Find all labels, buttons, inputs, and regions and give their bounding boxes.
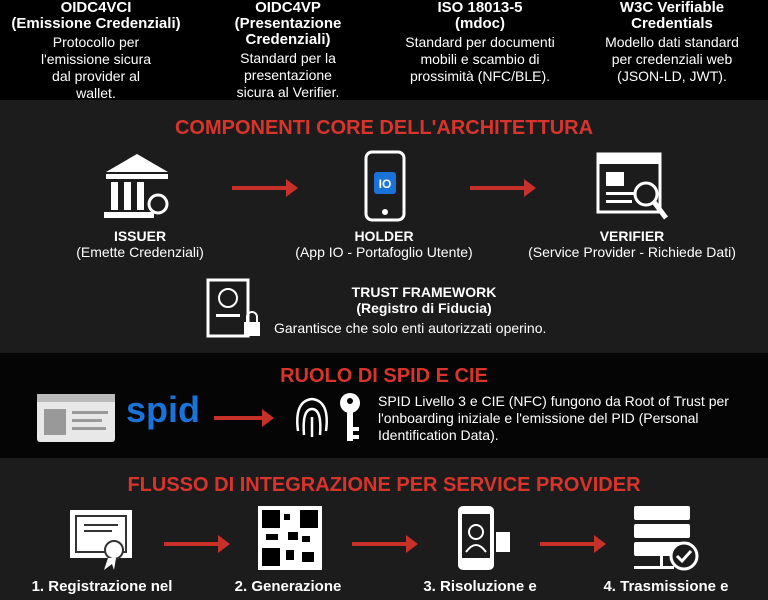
standard-desc: Standard per documenti mobili e scambio …	[405, 34, 555, 84]
trust-desc: Garantisce che solo enti autorizzati ope…	[274, 320, 547, 336]
component-title: ISSUER	[113, 228, 167, 244]
standard-title: ISO 18013-5	[437, 0, 523, 16]
standard-title: OIDC4VCI	[60, 0, 132, 16]
arrow-icon	[540, 535, 606, 553]
trust-subtitle: (Registro di Fiducia)	[356, 300, 492, 316]
qr-code-icon	[258, 506, 322, 570]
standard-iso: ISO 18013-5 (mdoc) Standard per document…	[384, 0, 576, 85]
section-heading: COMPONENTI CORE DELL'ARCHITETTURA	[174, 117, 594, 139]
flow-step: 1. Registrazione nel	[31, 578, 173, 595]
standard-desc: Protocollo per l'emissione sicura dal pr…	[40, 34, 152, 101]
core-section: COMPONENTI CORE DELL'ARCHITETTURA IO ISS…	[0, 100, 768, 353]
spid-logo: spid	[126, 389, 201, 430]
browser-search-icon	[596, 152, 668, 220]
standard-subtitle: (Presentazione Credenziali)	[234, 15, 342, 48]
arrow-icon	[470, 179, 536, 197]
certificate-icon	[70, 510, 132, 570]
trust-document-lock-icon	[206, 278, 260, 338]
component-desc: (App IO - Portafoglio Utente)	[295, 244, 473, 260]
key-icon	[340, 393, 360, 441]
component-holder: HOLDER (App IO - Portafoglio Utente)	[264, 228, 504, 260]
standard-w3c: W3C Verifiable Credentials Modello dati …	[576, 0, 768, 85]
arrow-icon	[164, 535, 230, 553]
standard-desc: Modello dati standard per credenziali we…	[605, 34, 739, 84]
component-verifier: VERIFIER (Service Provider - Richiede Da…	[512, 228, 752, 260]
standard-subtitle: (Emissione Credenziali)	[11, 15, 181, 32]
fingerprint-icon	[296, 397, 328, 437]
flow-step: 2. Generazione	[234, 578, 342, 595]
standard-subtitle: (mdoc)	[455, 15, 505, 32]
server-check-icon	[634, 506, 699, 571]
component-title: HOLDER	[354, 228, 414, 244]
flow-step: 3. Risoluzione e	[423, 578, 537, 595]
component-desc: (Emette Credenziali)	[76, 244, 204, 260]
component-title: VERIFIER	[599, 228, 665, 244]
standard-subtitle: Credentials	[631, 15, 713, 32]
standard-title: OIDC4VP	[255, 0, 321, 16]
flow-step: 4. Trasmissione e	[603, 578, 729, 595]
section-heading: FLUSSO DI INTEGRAZIONE PER SERVICE PROVI…	[127, 474, 641, 496]
arrow-icon	[214, 409, 274, 427]
standard-oidc4vci: OIDC4VCI (Emissione Credenziali) Protoco…	[0, 0, 192, 102]
id-card-icon	[37, 394, 115, 442]
trust-title: TRUST FRAMEWORK	[351, 284, 497, 300]
standards-section: OIDC4VCI (Emissione Credenziali) Protoco…	[0, 0, 768, 102]
phone-face-scan-icon	[458, 506, 510, 570]
flow-section: FLUSSO DI INTEGRAZIONE PER SERVICE PROVI…	[0, 458, 768, 600]
standard-oidc4vp: OIDC4VP (Presentazione Credenziali) Stan…	[192, 0, 384, 101]
app-label: IO	[379, 177, 392, 191]
component-issuer: ISSUER (Emette Credenziali)	[20, 228, 260, 260]
standard-desc: Standard per la presentazione sicura al …	[236, 50, 340, 100]
phone-io-icon: IO	[364, 150, 406, 222]
trust-framework: TRUST FRAMEWORK (Registro di Fiducia)	[274, 284, 574, 316]
spid-section: RUOLO DI SPID E CIE spid SPID Livello 3 …	[0, 353, 768, 458]
spid-desc: SPID Livello 3 e CIE (NFC) fungono da Ro…	[378, 393, 729, 443]
bank-icon	[104, 154, 169, 218]
component-desc: (Service Provider - Richiede Dati)	[528, 244, 736, 260]
arrow-icon	[352, 535, 418, 553]
arrow-icon	[232, 179, 298, 197]
section-heading: RUOLO DI SPID E CIE	[280, 365, 488, 387]
standard-title: W3C Verifiable	[619, 0, 725, 16]
